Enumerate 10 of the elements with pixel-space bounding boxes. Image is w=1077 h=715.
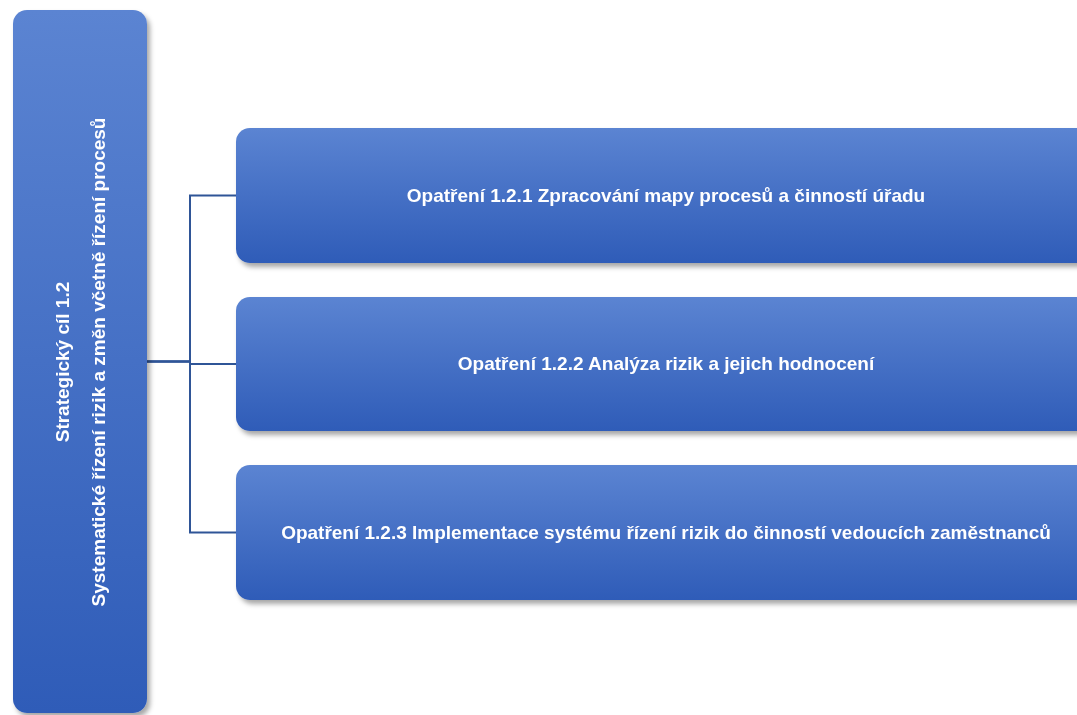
connector-line (146, 360, 237, 534)
measure-text: Opatření 1.2.1 Zpracování mapy procesů a činností úřadu (406, 183, 926, 208)
measure-text: Opatření 1.2.3 Implementace systému řízení rizik do činností vedoucích zaměstnanců (281, 520, 1051, 545)
measure-box (236, 128, 1077, 263)
measure-box (236, 297, 1077, 431)
measure-box (236, 465, 1077, 600)
goal-box (13, 10, 147, 713)
goal-text: Strategický cíl 1.2 (49, 281, 74, 442)
measure-text: Opatření 1.2.2 Analýza rizik a jejich hodnocení (457, 352, 875, 377)
goal-text: Systematické řízení rizik a změn včetně řízení procesů (86, 117, 110, 606)
